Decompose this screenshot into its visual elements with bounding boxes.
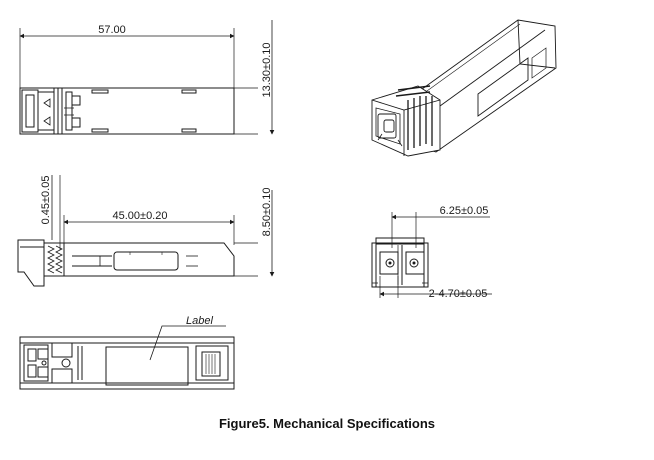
front-view — [371, 212, 492, 298]
figure-caption: Figure5. Mechanical Specifications — [218, 416, 435, 431]
isometric-view — [371, 19, 557, 157]
bottom-view — [19, 325, 235, 390]
label-callout: Label — [186, 315, 213, 327]
tab-height-label: 0.45±0.05 — [40, 176, 52, 225]
port-pitch-label: 6.25±0.05 — [440, 205, 489, 217]
port-size-label: 2-4.70±0.05 — [429, 288, 488, 300]
top-view — [19, 20, 275, 135]
side-view — [17, 175, 275, 287]
label-leader-line — [149, 325, 226, 361]
width-label: 13.30±0.10 — [261, 43, 273, 98]
height-label: 8.50±0.10 — [261, 188, 273, 237]
length-label: 57.00 — [98, 24, 126, 36]
label-area — [105, 346, 189, 386]
body-length-label: 45.00±0.20 — [113, 210, 168, 222]
